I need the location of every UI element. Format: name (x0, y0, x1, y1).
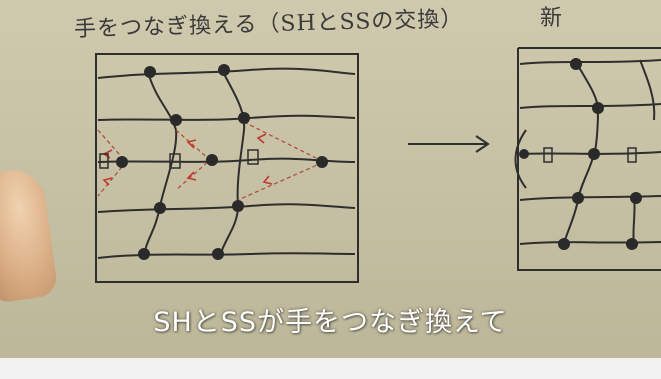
left-box-border (95, 53, 359, 283)
right-box-border (517, 48, 661, 271)
subtitle-caption: SHとSSが手をつなぎ換えて (153, 307, 508, 338)
handwritten-title-right: 新 (540, 6, 563, 31)
left-small-rectangles (99, 149, 259, 169)
left-h-line-1 (97, 67, 356, 79)
transition-arrow (408, 135, 490, 153)
left-h-line-5 (97, 252, 356, 259)
right-node-dots (519, 58, 642, 250)
left-h-line-2 (97, 114, 356, 121)
bottom-strip (0, 358, 661, 379)
left-lattice-diagram (95, 53, 359, 283)
right-small-rectangles (543, 147, 637, 163)
left-node-dots (116, 64, 328, 260)
left-v-line-1 (143, 71, 178, 257)
right-lattice-diagram (514, 47, 661, 271)
notebook-paper (0, 0, 661, 360)
left-h-line-4 (97, 203, 356, 213)
left-v-line-2 (219, 69, 246, 257)
